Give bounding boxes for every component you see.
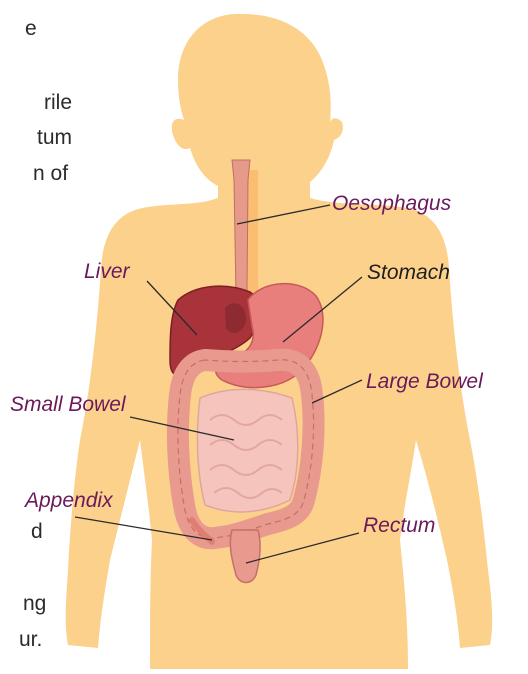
label-stomach: Stomach: [367, 261, 450, 285]
cropped-text-line2: rile: [44, 91, 72, 115]
cropped-text-line4: n of: [33, 162, 68, 186]
label-appendix: Appendix: [25, 489, 113, 513]
label-small-bowel: Small Bowel: [10, 393, 126, 417]
cropped-text-line5: d: [31, 520, 43, 544]
label-liver: Liver: [84, 260, 130, 284]
label-rectum: Rectum: [363, 514, 435, 538]
cropped-text-line1: e: [25, 17, 37, 41]
cropped-text-line7: ur.: [19, 628, 42, 652]
cropped-text-line6: ng: [23, 592, 46, 616]
label-oesophagus: Oesophagus: [332, 192, 451, 216]
label-large-bowel: Large Bowel: [366, 370, 483, 394]
cropped-text-line3: tum: [37, 126, 72, 150]
